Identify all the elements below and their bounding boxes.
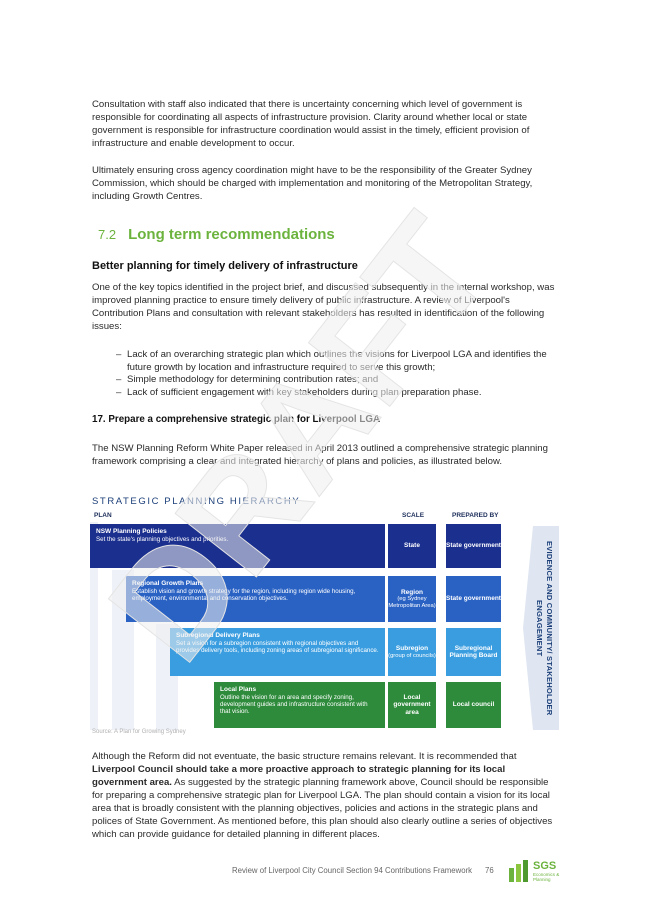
prepared-label: State government [446,542,501,550]
prepared-by-state-regional: State government [446,576,501,622]
scale-note: (group of councils) [388,652,436,659]
step-background [90,522,98,730]
recommendation-text: Although the Reform did not eventuate, t… [92,751,517,762]
paragraph-key-topics: One of the key topics identified in the … [92,282,555,332]
footer-document-title: Review of Liverpool City Council Section… [232,866,473,875]
diagram-source: Source: A Plan for Growing Sydney [92,729,186,735]
level-description: Set the state's planning objectives and … [96,536,229,543]
recommendation-emphasis: Liverpool Council should take a more pro… [92,764,506,788]
prepared-label: Local council [452,701,495,709]
scale-region: Region (eg Sydney Metropolitan Area) [388,576,436,622]
sgs-logo: SGS Economics & Planning [508,860,578,884]
prepared-label: State government [446,595,501,603]
paragraph-cross-agency: Ultimately ensuring cross agency coordin… [92,165,533,202]
level-title: Subregional Delivery Plans [176,632,260,639]
level-title: Local Plans [220,686,257,693]
scale-label: Region [400,588,424,596]
page-number: 76 [485,866,494,875]
subheading-better-planning: Better planning for timely delivery of i… [92,260,358,272]
level-regional-growth-plans: Regional Growth Plans Establish vision a… [126,576,385,622]
scale-note: (eg Sydney Metropolitan Area) [388,596,436,609]
issue-list: Lack of an overarching strategic plan wh… [116,349,558,400]
diagram-title: STRATEGIC PLANNING HIERARCHY [92,496,301,507]
prepared-by-local-council: Local council [446,682,501,728]
section-heading: 7.2 Long term recommendations [98,226,335,243]
prepared-by-subregional-board: Subregional Planning Board [446,628,501,676]
level-title: NSW Planning Policies [96,528,167,535]
scale-state: State [388,524,436,568]
scale-label: State [404,542,420,550]
section-title: Long term recommendations [128,226,335,243]
paragraph-recommendation: Although the Reform did not eventuate, t… [92,750,562,841]
logo-wordmark: SGS [533,860,557,872]
paragraph-consultation: Consultation with staff also indicated t… [92,99,530,149]
scale-subregion: Subregion (group of councils) [388,628,436,676]
recommendation-text-continued: As suggested by the strategic planning f… [92,777,553,840]
level-nsw-planning-policies: NSW Planning Policies Set the state's pl… [90,524,385,568]
scale-local-government-area: Local government area [388,682,436,728]
list-item: Simple methodology for determining contr… [116,374,558,387]
level-description: Outline the vision for an area and speci… [220,694,368,715]
engagement-arrow-icon [523,526,559,730]
list-item: Lack of an overarching strategic plan wh… [116,349,558,374]
level-description: Set a vision for a subregion consistent … [176,640,379,654]
recommendation-heading: 17. Prepare a comprehensive strategic pl… [92,414,381,425]
engagement-side-label: EVIDENCE AND COMMUNITY/ STAKEHOLDER ENGA… [535,540,554,716]
column-header-prepared-by: PREPARED BY [452,512,499,519]
column-header-scale: SCALE [402,512,425,519]
list-item: Lack of sufficient engagement with key s… [116,387,558,400]
level-title: Regional Growth Plans [132,580,204,587]
planning-hierarchy-diagram: PLAN SCALE PREPARED BY NSW Planning Poli… [90,512,560,730]
sgs-logo-icon [509,860,528,882]
prepared-by-state: State government [446,524,501,568]
paragraph-white-paper: The NSW Planning Reform White Paper rele… [92,443,548,467]
level-local-plans: Local Plans Outline the vision for an ar… [214,682,385,728]
level-description: Establish vision and growth strategy for… [132,588,356,602]
scale-label: Local government area [393,693,431,716]
column-header-plan: PLAN [94,512,112,519]
scale-label: Subregion [395,645,429,652]
section-number: 7.2 [98,227,117,242]
level-subregional-delivery-plans: Subregional Delivery Plans Set a vision … [170,628,385,676]
logo-tagline: Economics & Planning [533,872,560,882]
prepared-label: Subregional Planning Board [449,644,498,660]
